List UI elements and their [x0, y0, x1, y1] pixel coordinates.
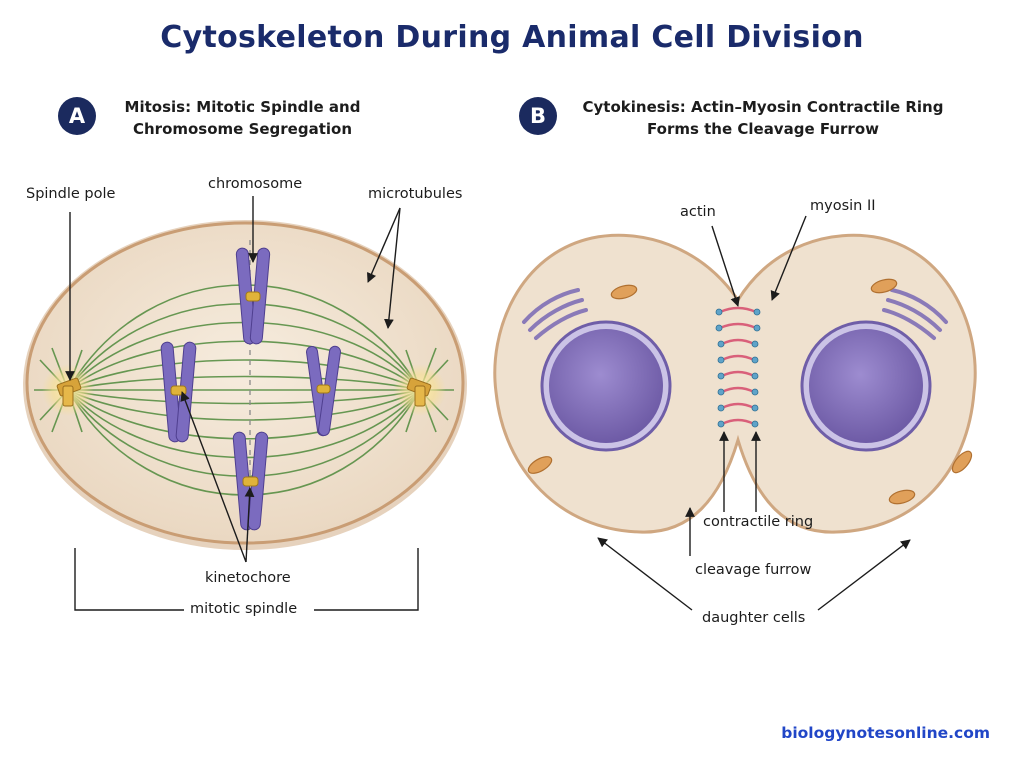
contractile-ring: [715, 306, 761, 428]
label-mitotic-spindle: mitotic spindle: [190, 601, 298, 617]
panel-b-title: Cytokinesis: Actin–Myosin Contractile Ri…: [568, 96, 958, 140]
watermark-link[interactable]: biologynotesonline.com: [781, 724, 990, 742]
panel-a-title: Mitosis: Mitotic Spindle and Chromosome …: [100, 96, 385, 140]
nucleus-left: [540, 320, 672, 452]
chromosome-right: [306, 345, 342, 437]
nucleus-right: [800, 320, 932, 452]
figure-title: Cytoskeleton During Animal Cell Division: [160, 20, 864, 55]
panel-a-leaders: [65, 196, 419, 611]
panel-b-leaders: [597, 215, 911, 611]
label-spindle-pole: Spindle pole: [26, 186, 116, 202]
spindle-pole-left: [42, 364, 94, 416]
label-actin: actin: [680, 204, 716, 220]
mitochondria: [527, 278, 973, 505]
label-daughter-cells: daughter cells: [702, 610, 806, 626]
label-myosin: myosin II: [810, 198, 876, 214]
label-kinetochore: kinetochore: [205, 570, 291, 586]
label-contractile-ring: contractile ring: [703, 514, 814, 530]
label-microtubules: microtubules: [368, 186, 463, 202]
panel-b-title-line2: Forms the Cleavage Furrow: [647, 120, 879, 138]
golgi-left: [522, 288, 588, 340]
golgi-right: [882, 288, 948, 340]
panel-a-badge: A: [58, 97, 96, 135]
chromosome-bottom: [232, 431, 269, 531]
panel-a-title-line1: Mitosis: Mitotic Spindle and: [124, 98, 361, 116]
dividing-cell: [493, 233, 977, 534]
spindle-pole-right: [394, 364, 446, 416]
panel-a-title-line2: Chromosome Segregation: [132, 120, 353, 138]
label-cleavage-furrow: cleavage furrow: [695, 562, 812, 578]
label-chromosome: chromosome: [208, 176, 303, 192]
chromosome-top: [235, 247, 271, 345]
panel-b-title-line1: Cytokinesis: Actin–Myosin Contractile Ri…: [582, 98, 944, 116]
panel-b-badge: B: [519, 97, 557, 135]
